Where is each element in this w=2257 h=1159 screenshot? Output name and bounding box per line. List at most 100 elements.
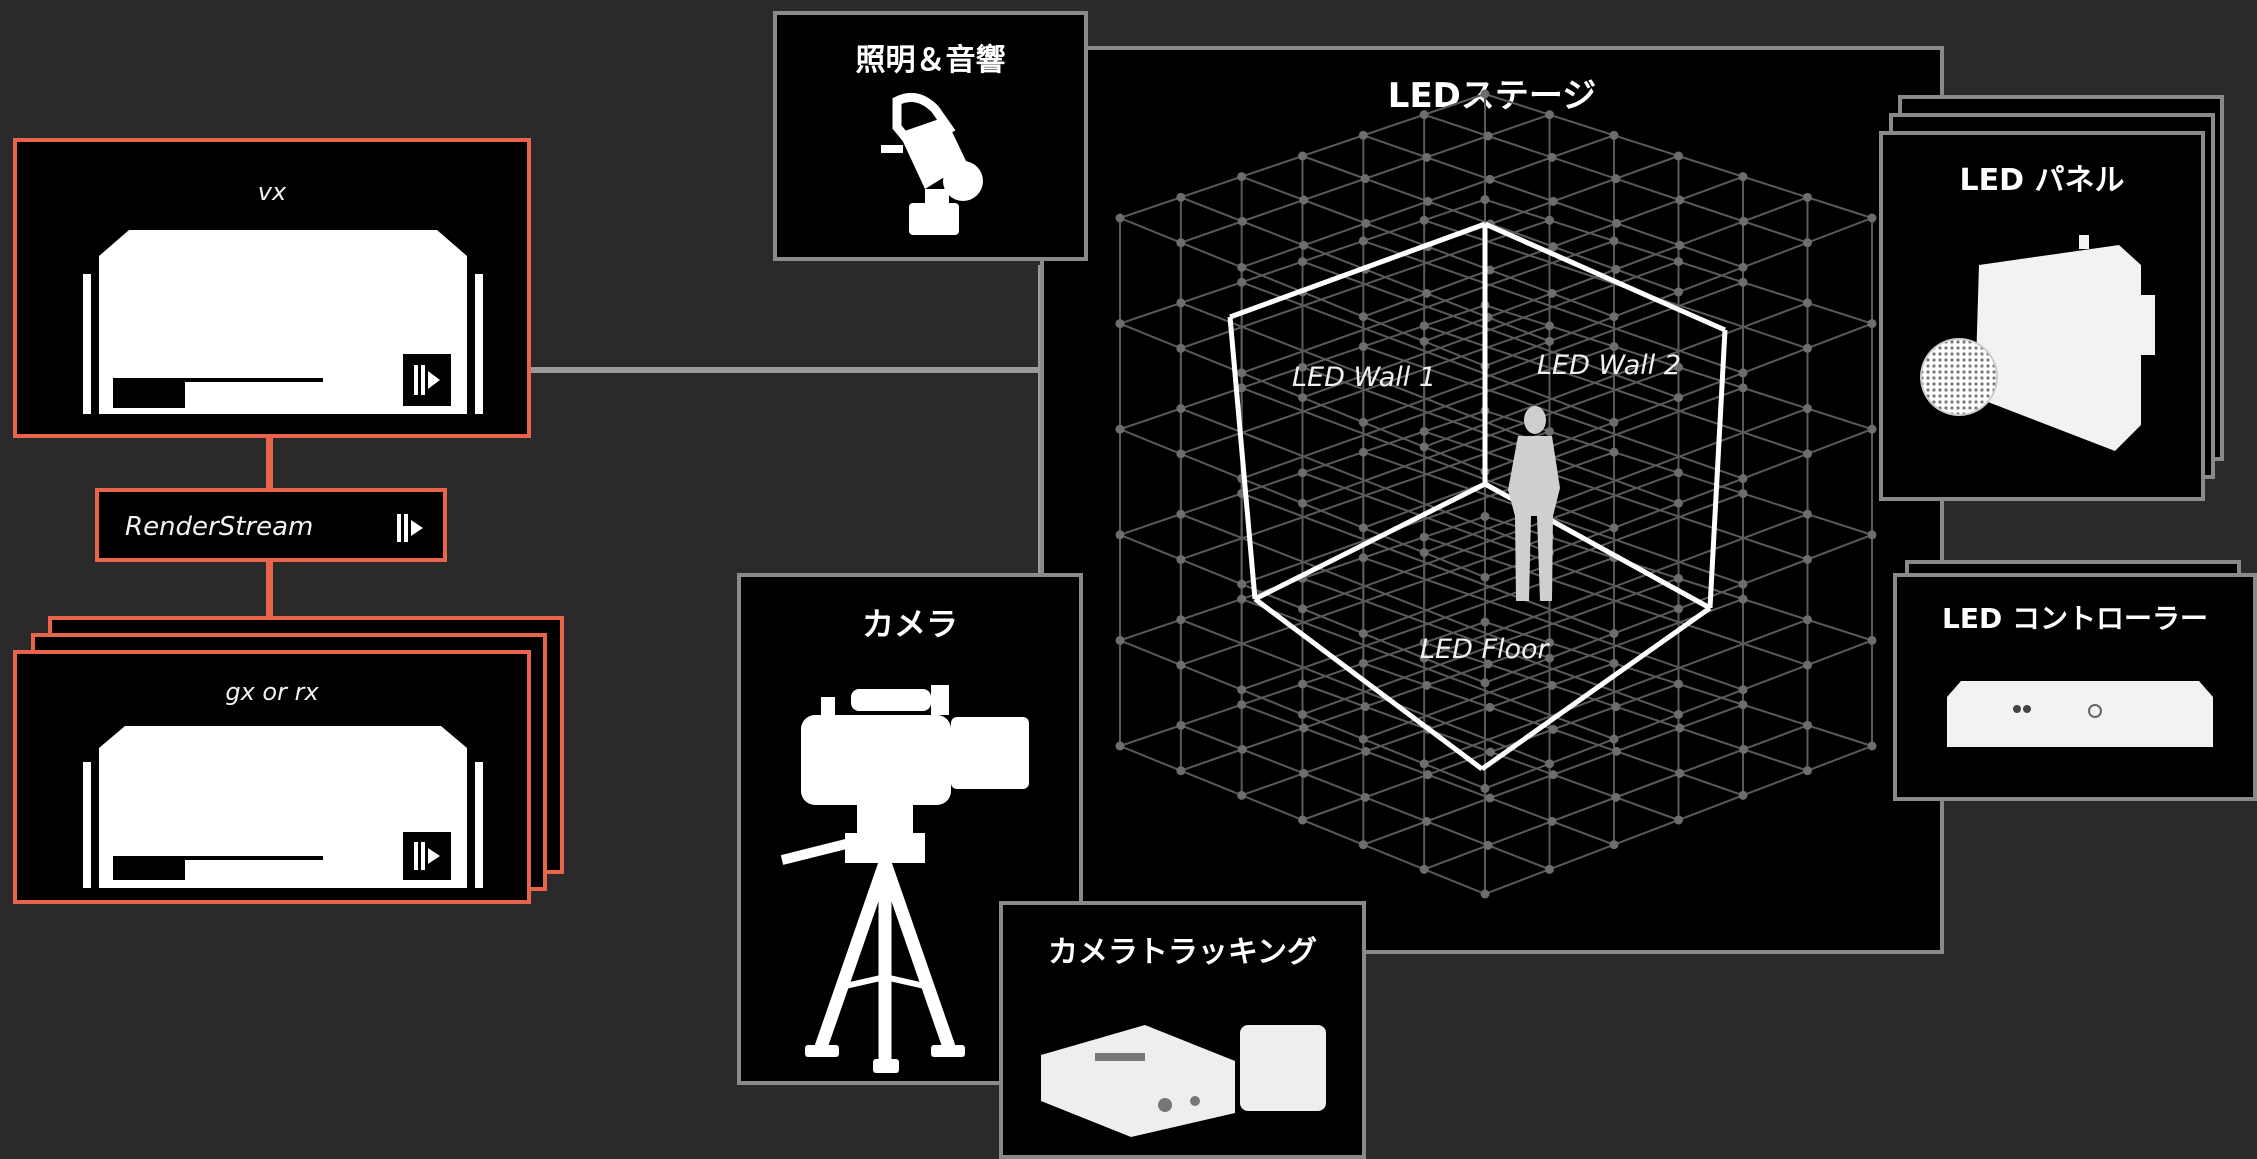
grid-node — [1358, 658, 1368, 668]
camera-title: カメラ — [861, 605, 958, 643]
grid-node — [1675, 768, 1685, 778]
grid-node — [1298, 679, 1307, 689]
grid-node — [1298, 362, 1307, 372]
grid-node — [1358, 734, 1368, 744]
grid-node — [1545, 864, 1554, 874]
grid-node — [1803, 720, 1812, 730]
led-volume-outline — [1227, 221, 1728, 772]
grid-node — [1609, 312, 1619, 322]
grid-node — [1480, 617, 1490, 627]
grid-node — [1803, 660, 1812, 670]
grid-node — [1738, 383, 1748, 393]
grid-node — [1803, 449, 1812, 459]
spotlight-icon — [881, 93, 983, 235]
grid-node — [1548, 242, 1558, 252]
grid-node — [1609, 447, 1619, 457]
grid-node — [1867, 424, 1877, 434]
grid-node — [1176, 298, 1186, 308]
grid-node — [1609, 523, 1619, 533]
connector-vx-stage — [368, 367, 1044, 373]
renderstream-card[interactable]: RenderStream — [95, 488, 447, 562]
grid-node — [1298, 468, 1307, 478]
led-controller-icon — [1947, 681, 2213, 747]
grid-node — [1299, 768, 1309, 778]
grid-node — [1674, 573, 1683, 583]
grid-node — [1358, 236, 1368, 246]
grid-node — [1803, 615, 1812, 625]
grid-node — [1422, 816, 1432, 826]
grid-node — [1237, 368, 1247, 378]
led-stage-panel: LEDステージ — [1040, 46, 1944, 954]
grid-node — [1547, 288, 1557, 298]
grid-node — [1738, 262, 1748, 272]
grid-node — [1298, 815, 1307, 825]
grid-node — [1299, 240, 1309, 250]
grid-node — [1298, 604, 1307, 614]
grid-node — [1674, 679, 1683, 689]
grid-node — [1486, 747, 1495, 757]
grid-node — [1419, 638, 1429, 648]
grid-node — [1485, 793, 1495, 803]
grid-node — [1115, 424, 1125, 434]
grid-node — [1480, 511, 1490, 521]
grid-node — [1674, 604, 1683, 614]
grid-node — [1115, 741, 1125, 751]
grid-node — [1419, 548, 1429, 558]
grid-node — [1480, 783, 1490, 793]
grid-node — [1545, 638, 1554, 648]
grid-node — [1867, 530, 1877, 540]
grid-node — [1299, 723, 1309, 733]
grid-node — [1674, 362, 1683, 372]
grid-node — [1674, 257, 1683, 267]
grid-node — [1237, 216, 1247, 226]
grid-node — [1419, 336, 1429, 346]
grid-node — [1419, 215, 1429, 225]
grid-node — [1867, 213, 1877, 223]
grid-node — [1237, 685, 1247, 695]
lighting-audio-panel: 照明＆音響 — [773, 11, 1088, 261]
grid-node — [1298, 393, 1307, 403]
grid-node — [1358, 312, 1368, 322]
grid-node — [1675, 240, 1685, 250]
grid-node — [1423, 196, 1433, 206]
grid-node — [1299, 195, 1309, 205]
connector-renderstream-gxrx — [266, 562, 273, 652]
grid-node — [1176, 238, 1186, 248]
grid-node — [1674, 498, 1683, 508]
grid-node — [1298, 709, 1307, 719]
led-panel-card: LED パネル — [1879, 131, 2205, 501]
grid-node — [1480, 678, 1490, 688]
camera-tracking-panel: カメラトラッキング — [999, 901, 1366, 1159]
grid-node — [1738, 277, 1748, 287]
grid-node — [1115, 530, 1125, 540]
grid-node — [1545, 336, 1554, 346]
grid-node — [1738, 685, 1748, 695]
person-silhouette — [1508, 406, 1560, 601]
disguise-logo-icon — [414, 842, 440, 870]
grid-node — [1237, 277, 1247, 287]
grid-node — [1674, 151, 1683, 161]
grid-node — [1115, 213, 1125, 223]
grid-node — [1480, 572, 1490, 582]
grid-node — [1360, 792, 1370, 802]
grid-node — [1545, 110, 1554, 120]
grid-node — [1547, 152, 1557, 162]
grid-node — [1358, 342, 1368, 352]
grid-node — [1485, 174, 1495, 184]
grid-node — [1803, 404, 1812, 414]
vx-server-card[interactable]: vx — [13, 138, 531, 438]
grid-node — [1674, 468, 1683, 478]
led-panel-title: LED パネル — [1959, 163, 2125, 198]
led-panel-icon — [1920, 235, 2155, 451]
grid-node — [1419, 426, 1429, 436]
grid-node — [1803, 554, 1812, 564]
gxrx-server-card[interactable]: gx or rx — [13, 650, 531, 904]
grid-node — [1176, 615, 1186, 625]
grid-node — [1545, 653, 1554, 663]
grid-node — [1738, 368, 1748, 378]
grid-node — [1360, 174, 1370, 184]
grid-node — [1237, 594, 1247, 604]
grid-node — [1867, 741, 1877, 751]
grid-node — [1115, 635, 1125, 645]
